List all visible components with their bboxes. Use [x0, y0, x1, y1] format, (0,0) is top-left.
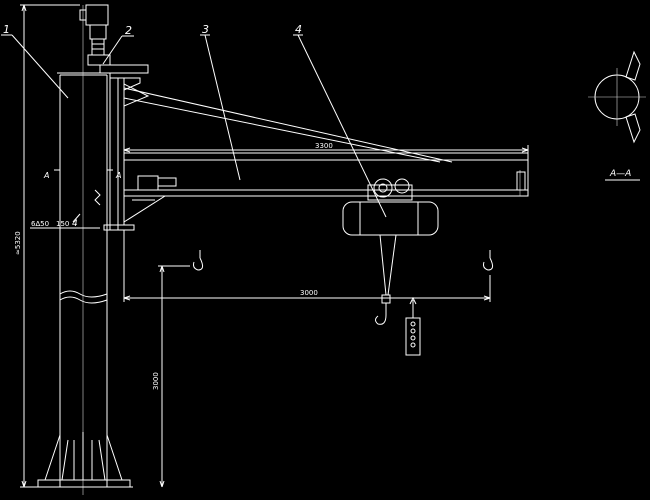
- boom-length-dim: 3300: [315, 142, 333, 150]
- pendant-control: [405, 296, 421, 356]
- column-base: [35, 432, 133, 488]
- section-marks: [54, 169, 113, 180]
- weld-spec: 150: [56, 220, 69, 228]
- hook-left: [193, 250, 204, 271]
- hook-right: [483, 250, 494, 271]
- total-height-dimension: [20, 4, 80, 488]
- callout-leaders: [1, 34, 387, 218]
- section-a-a-view: [588, 50, 646, 181]
- column: [57, 5, 110, 495]
- callout-3: 3: [202, 23, 209, 36]
- span-dimension: [123, 230, 491, 302]
- callout-4: 4: [295, 23, 302, 36]
- section-mark-right: A: [115, 171, 121, 180]
- boom-beam: [123, 152, 529, 223]
- hook-height-dimension: [158, 265, 190, 488]
- weld-number: 4: [72, 219, 78, 229]
- weld-note: 6∆50: [31, 220, 49, 228]
- electric-hoist: [342, 178, 439, 325]
- span-dim: 3000: [300, 289, 318, 297]
- boom-dimension: [123, 145, 529, 153]
- hook-height-dim: 3000: [152, 372, 160, 390]
- slewing-drive: [79, 4, 149, 74]
- total-height-dim: ≈5320: [14, 231, 22, 255]
- weld-detail: [30, 189, 101, 229]
- section-view-title: A—A: [609, 169, 631, 179]
- callout-1: 1: [3, 23, 10, 36]
- section-mark-left: A: [43, 171, 49, 180]
- callout-2: 2: [125, 24, 132, 37]
- jib-sleeve: [103, 73, 141, 231]
